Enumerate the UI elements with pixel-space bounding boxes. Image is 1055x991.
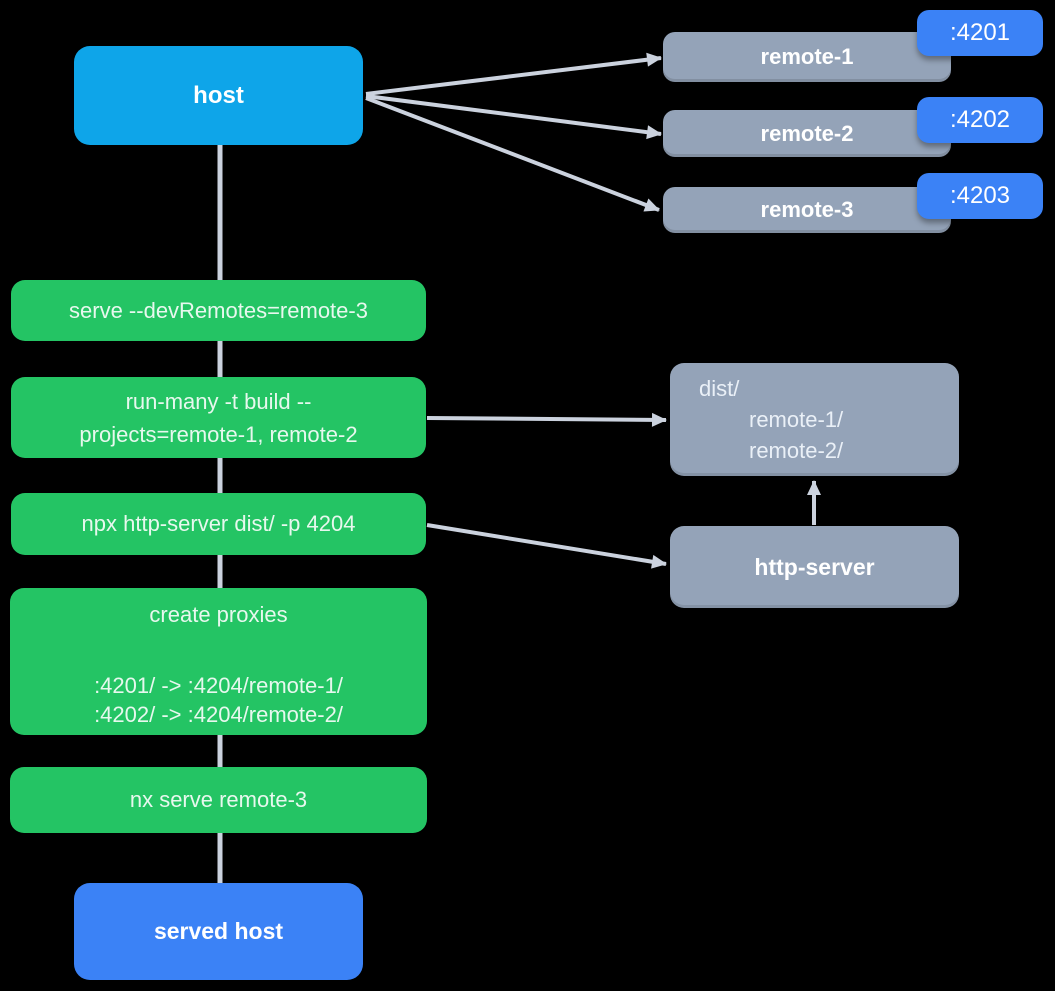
http-server-node: http-server (670, 526, 959, 608)
port-badge-4203: :4203 (917, 173, 1043, 219)
remote-2-label: remote-2 (760, 120, 854, 146)
http-server-label: http-server (754, 553, 875, 580)
step-npx-http-server: npx http-server dist/ -p 4204 (11, 493, 426, 555)
host-node: host (74, 46, 363, 145)
arrow-run-many-to-dist-icon (426, 412, 667, 427)
proxy-mapping-2: :4202/ -> :4204/remote-2/ (94, 702, 343, 727)
arrow-host-to-remote-1-icon (365, 52, 662, 96)
dist-root-label: dist/ (699, 376, 740, 401)
served-host-label: served host (153, 918, 284, 944)
remote-3-label: remote-3 (760, 197, 854, 222)
step-run-many-line-1: run-many -t build -- (125, 388, 312, 414)
dist-entry-remote-2: remote-2/ (749, 438, 844, 463)
dist-folder-node: dist/ remote-1/ remote-2/ (670, 363, 959, 476)
step-serve-dev-remotes: serve --devRemotes=remote-3 (11, 280, 426, 341)
host-label: host (193, 81, 244, 109)
step-create-proxies: create proxies :4201/ -> :4204/remote-1/… (10, 588, 427, 735)
proxy-mapping-1: :4201/ -> :4204/remote-1/ (94, 673, 343, 698)
dist-entry-remote-1: remote-1/ (749, 407, 844, 432)
remote-1-label: remote-1 (760, 44, 854, 69)
step-run-many-build: run-many -t build -- projects=remote-1, … (11, 377, 426, 458)
remote-3-node: remote-3 (663, 187, 951, 233)
arrow-http-cmd-to-http-server-icon (426, 523, 667, 569)
step-http-cmd-label: npx http-server dist/ -p 4204 (81, 511, 356, 536)
port-badge-4201: :4201 (917, 10, 1043, 56)
port-4201-label: :4201 (949, 19, 1011, 46)
create-proxies-title: create proxies (149, 602, 288, 627)
port-4202-label: :4202 (949, 106, 1011, 133)
served-host-node: served host (74, 883, 363, 980)
arrow-host-to-remote-3-icon (365, 96, 660, 212)
step-nx-serve-label: nx serve remote-3 (129, 787, 308, 812)
port-badge-4202: :4202 (917, 97, 1043, 143)
arrow-host-to-remote-2-icon (365, 94, 662, 140)
remote-2-node: remote-2 (663, 110, 951, 157)
step-nx-serve-remote-3: nx serve remote-3 (10, 767, 427, 833)
step-serve-label: serve --devRemotes=remote-3 (69, 297, 368, 323)
step-run-many-line-2: projects=remote-1, remote-2 (79, 421, 358, 447)
port-4203-label: :4203 (949, 182, 1011, 209)
remote-1-node: remote-1 (663, 32, 951, 82)
